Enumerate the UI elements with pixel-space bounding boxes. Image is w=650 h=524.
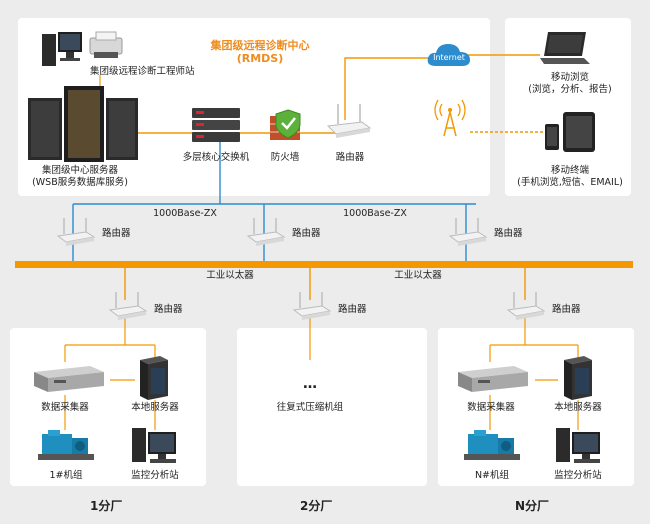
branch-1-generator-icon xyxy=(38,430,94,460)
central-server-label-2: (WSB服务数据库服务) xyxy=(32,177,128,188)
ethernet-backbone xyxy=(15,261,633,268)
branch-2-router-icon xyxy=(292,292,332,320)
branch-n-collector-icon xyxy=(458,366,528,392)
branch-1-collector-label: 数据采集器 xyxy=(41,402,89,413)
branch-1-collector-icon xyxy=(34,366,104,392)
branch-2-ellipsis: … xyxy=(303,376,317,392)
branch-n-name: N分厂 xyxy=(515,499,550,513)
branch-n-router-icon xyxy=(506,292,546,320)
backbone-router-1-label: 路由器 xyxy=(102,228,131,239)
wireless-tower-icon xyxy=(434,99,466,137)
central-server-label-1: 集团级中心服务器 xyxy=(41,165,118,176)
branch-1-station-icon xyxy=(132,428,176,463)
hq-router-icon xyxy=(326,104,372,138)
firewall-icon xyxy=(270,109,301,140)
branch-n-station-icon xyxy=(556,428,600,463)
workstation-icon xyxy=(42,32,82,66)
branch-n-generator-label: N#机组 xyxy=(474,470,510,481)
mobile-terminal-label-1: 移动终端 xyxy=(550,165,589,176)
branch-n-collector-label: 数据采集器 xyxy=(467,402,515,413)
branch-1-server-icon xyxy=(140,356,168,400)
hq-router-label: 路由器 xyxy=(335,152,365,163)
backbone-router-2-label: 路由器 xyxy=(292,228,321,239)
rmds-subtitle: (RMDS) xyxy=(236,52,284,65)
branch-2-name: 2分厂 xyxy=(300,499,333,513)
backbone-router-1-icon xyxy=(56,218,96,246)
internet-cloud-icon xyxy=(427,44,470,66)
ethernet-left-label: 工业以太器 xyxy=(206,270,254,281)
laptop-icon xyxy=(540,32,590,64)
branch-1-name: 1分厂 xyxy=(90,499,123,513)
backbone-router-2-icon xyxy=(246,218,286,246)
rmds-title: 集团级远程诊断中心 xyxy=(210,39,310,52)
mobile-browse-label-1: 移动浏览 xyxy=(550,72,589,83)
internet-label: Internet xyxy=(433,53,465,62)
branch-2-panel xyxy=(237,328,427,486)
engineer-station-label: 集团级远程诊断工程师站 xyxy=(90,66,195,77)
firewall-label: 防火墙 xyxy=(270,152,300,163)
branch-2-unit-label: 往复式压缩机组 xyxy=(276,402,344,413)
branch-n-generator-icon xyxy=(464,430,520,460)
branch-1-server-label: 本地服务器 xyxy=(131,402,179,413)
branch-1-generator-label: 1#机组 xyxy=(49,470,83,481)
branch-n-router-label: 路由器 xyxy=(552,304,581,315)
ethernet-right-label: 工业以太器 xyxy=(394,270,442,281)
link-left-label: 1000Base-ZX xyxy=(153,208,217,219)
branch-2-router-label: 路由器 xyxy=(338,304,367,315)
branch-n-server-label: 本地服务器 xyxy=(554,402,602,413)
branch-1-router-icon xyxy=(108,292,148,320)
backbone-router-3-icon xyxy=(448,218,488,246)
mobile-devices-icon xyxy=(545,112,595,152)
printer-icon xyxy=(89,31,123,58)
branch-1-station-label: 监控分析站 xyxy=(131,470,179,481)
mobile-browse-label-2: (浏览，分析、报告) xyxy=(528,84,612,95)
link-right-label: 1000Base-ZX xyxy=(343,208,407,219)
core-switch-label: 多层核心交换机 xyxy=(182,152,250,163)
mobile-terminal-label-2: (手机浏览,短信、EMAIL) xyxy=(517,177,623,188)
branch-n-station-label: 监控分析站 xyxy=(554,470,602,481)
branch-n-server-icon xyxy=(564,356,592,400)
branch-1-router-label: 路由器 xyxy=(154,304,183,315)
internet-link xyxy=(344,57,435,120)
core-switch-icon xyxy=(192,108,240,142)
backbone-router-3-label: 路由器 xyxy=(494,228,523,239)
central-server-icon xyxy=(28,86,138,162)
